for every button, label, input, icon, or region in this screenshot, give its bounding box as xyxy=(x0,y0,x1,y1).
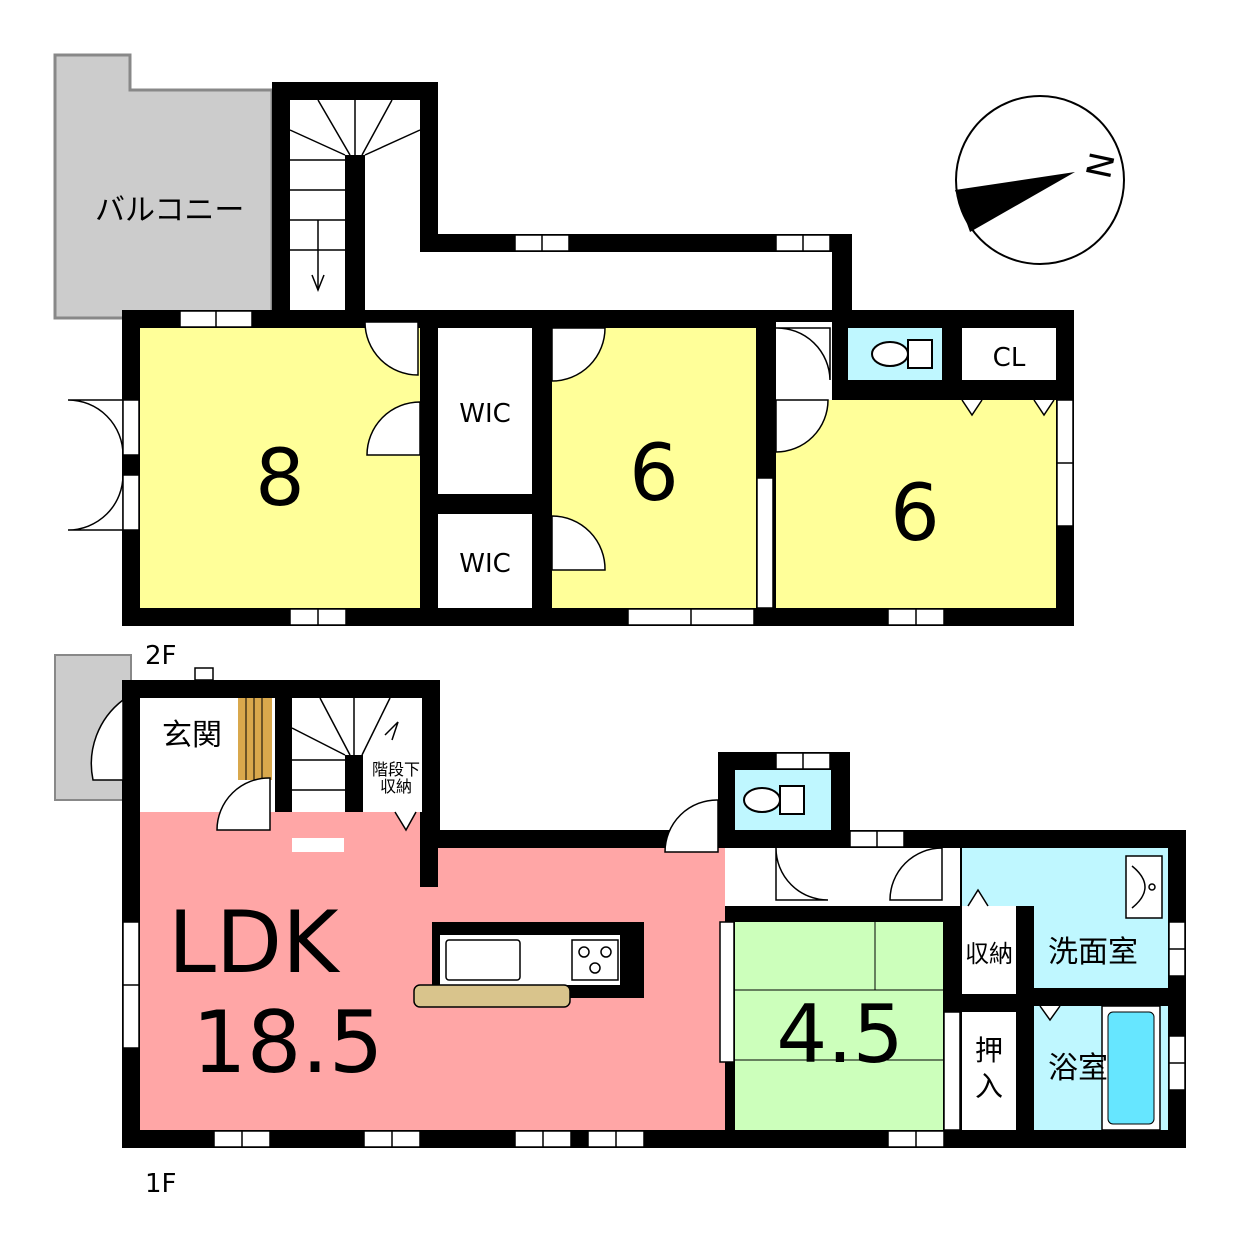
tatami-mats xyxy=(735,922,943,1061)
room-8 xyxy=(140,328,420,608)
windows-1f xyxy=(122,752,1186,1148)
compass: N xyxy=(955,95,1125,265)
under-stairs-label-2: 収納 xyxy=(380,777,412,796)
windows-2f xyxy=(179,234,1074,626)
bar-counter xyxy=(413,984,571,1008)
storage-cover xyxy=(962,906,1016,994)
entrance-step-lines xyxy=(245,698,263,780)
closet-cl-doors xyxy=(961,399,1055,417)
washroom-divider xyxy=(1016,906,1034,1006)
oshiire xyxy=(962,1012,1016,1130)
wic-bottom xyxy=(438,514,532,608)
wic-bottom-label: WIC xyxy=(459,549,511,579)
ldk-upper-left xyxy=(140,812,420,852)
ldk-title: LDK xyxy=(168,893,341,993)
tatami-room xyxy=(735,922,943,1130)
entrance-label: 玄関 xyxy=(162,718,222,753)
under-stairs-label-1: 階段下 xyxy=(372,760,420,779)
room-6-center-size: 6 xyxy=(629,429,679,519)
washbasin-icon xyxy=(1125,855,1163,919)
storage-label-top: 収納 xyxy=(965,940,1013,968)
doors-2f xyxy=(67,321,831,571)
doors-1f xyxy=(90,667,1061,1022)
toilet-1f-fixture xyxy=(743,785,805,815)
oshiire-label-1: 押 xyxy=(975,1034,1003,1067)
entrance-step xyxy=(238,698,272,780)
stairs-2f-treads xyxy=(289,99,421,293)
compass-needle xyxy=(955,172,1075,232)
wic-top-label: WIC xyxy=(459,399,511,429)
stairs-2f-divider xyxy=(345,155,365,315)
closet-cl xyxy=(962,328,1056,380)
toilet-2f-fixture xyxy=(871,339,933,369)
room-6-right xyxy=(776,400,1056,608)
stove-icon xyxy=(571,939,619,981)
bathtub-water xyxy=(1107,1011,1155,1125)
ldk-stair-notch xyxy=(292,838,344,852)
room-8-size: 8 xyxy=(255,434,305,524)
floor-1f-label: 1F xyxy=(145,1169,177,1199)
wic-top xyxy=(438,328,532,494)
balcony-label: バルコニー xyxy=(95,193,244,228)
room-6-right-size: 6 xyxy=(890,469,940,559)
floor-2f-label: 2F xyxy=(145,641,177,671)
oshiire-label-2: 入 xyxy=(975,1070,1003,1103)
washroom-label: 洗面室 xyxy=(1048,935,1138,970)
balcony-area xyxy=(53,53,274,320)
ldk-size: 18.5 xyxy=(192,993,383,1093)
closet-cl-label: CL xyxy=(993,343,1026,373)
sink-icon xyxy=(445,939,521,981)
ldk-partition xyxy=(420,812,438,887)
bath-label: 浴室 xyxy=(1048,1051,1108,1086)
tatami-size: 4.5 xyxy=(776,988,903,1081)
